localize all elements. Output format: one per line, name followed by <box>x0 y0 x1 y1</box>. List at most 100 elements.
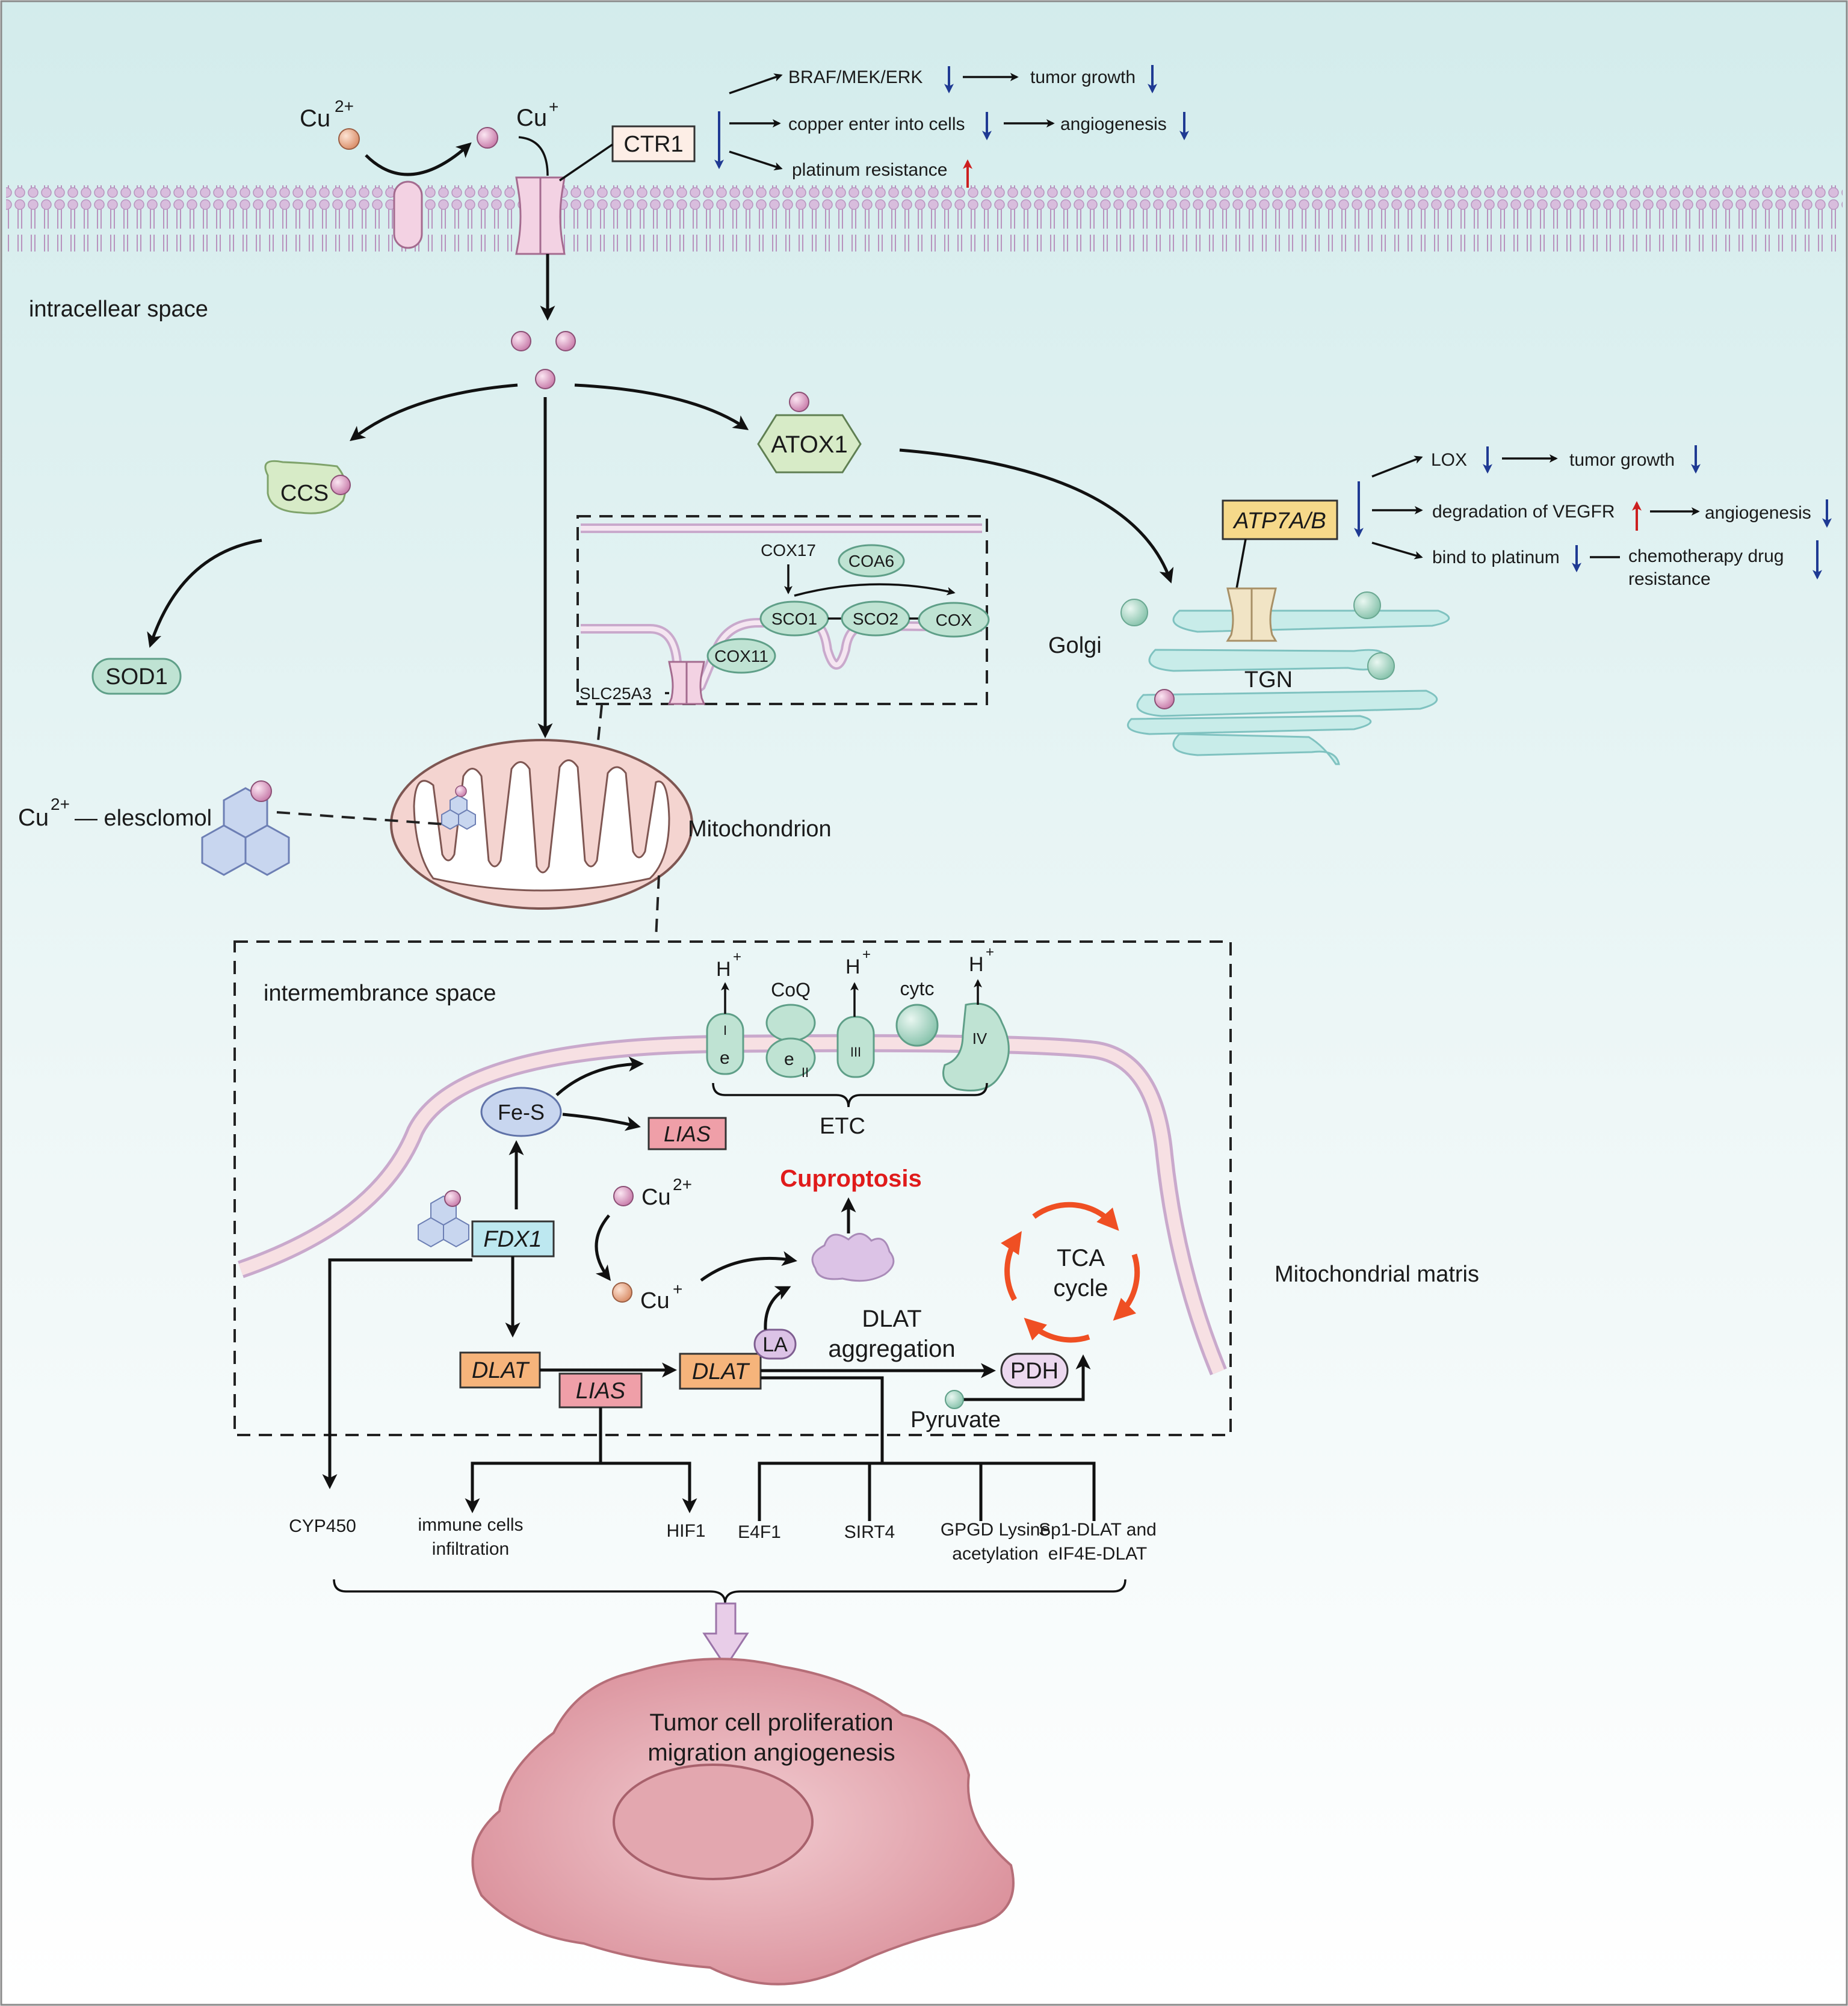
slc25a3-transporter <box>667 661 706 705</box>
complex-ii <box>765 1037 816 1078</box>
elesclomol-label: — elesclomol <box>75 806 212 831</box>
sirt4-label: SIRT4 <box>844 1522 895 1542</box>
pyruvate-molecule <box>945 1390 964 1409</box>
complex-iii-label: III <box>850 1045 861 1060</box>
cu1-ion <box>477 127 498 149</box>
cu1-label: Cu <box>516 105 547 131</box>
atp7-box <box>1222 499 1338 540</box>
mito-detail-box <box>233 940 1232 1436</box>
sp1-label-1: Sp1-DLAT and <box>1039 1520 1157 1540</box>
atp7-effect-chemo: chemotherapy drug <box>1628 546 1784 566</box>
coa6-protein <box>838 544 905 578</box>
tumor-label-1: Tumor cell proliferation <box>649 1709 893 1736</box>
to-atox1-arrow <box>574 383 749 430</box>
cu-to-aggregate-arrow <box>700 1251 797 1282</box>
h-plus-1-charge: + <box>733 949 741 965</box>
h-plus-1: H <box>716 958 731 981</box>
h-plus-4: H <box>969 953 984 976</box>
immune-label-2: infiltration <box>432 1539 509 1559</box>
dlat-aggregation-label-1: DLAT <box>862 1306 921 1332</box>
cox11-protein <box>706 638 776 674</box>
fdx1-box <box>471 1220 555 1258</box>
atp7-effect-lox: LOX <box>1431 450 1467 470</box>
complex-iv-label: IV <box>972 1029 987 1048</box>
cu1-charge: + <box>549 97 558 116</box>
atox1-protein <box>757 414 862 474</box>
lias-box-top <box>647 1117 727 1150</box>
ctr1-transporter <box>515 176 566 255</box>
gpgd-label-2: acetylation <box>952 1544 1038 1564</box>
la-badge <box>753 1329 797 1360</box>
fdx1-complex <box>418 1190 469 1248</box>
matrix-cu1-ion <box>612 1282 632 1303</box>
electron-1: e <box>720 1048 730 1068</box>
ctr1-label: CTR1 <box>623 132 683 157</box>
ctr1-box <box>611 125 696 162</box>
sod1-label: SOD1 <box>105 664 167 690</box>
fes-to-etc-arrow <box>555 1056 644 1096</box>
fes-to-lias-arrow <box>562 1113 641 1131</box>
h-plus-4-charge: + <box>986 944 994 960</box>
cu2-ion <box>338 128 360 150</box>
atp7-effect-tumor-growth: tumor growth <box>1569 450 1675 470</box>
elesclomol-cu-label: Cu <box>18 804 49 831</box>
ccs-protein <box>264 460 351 514</box>
matrix-cu2-label: Cu <box>641 1185 671 1210</box>
slc25a3-label: SLC25A3 <box>579 684 652 703</box>
la-to-aggregate-arrow <box>764 1286 791 1330</box>
tumor-label-2: migration angiogenesis <box>647 1739 895 1766</box>
dlat-aggregation-label-2: aggregation <box>828 1336 955 1362</box>
tca-cycle <box>1001 1202 1140 1343</box>
cyp450-label: CYP450 <box>289 1516 356 1536</box>
fes-cluster <box>480 1087 562 1137</box>
immune-label-1: immune cells <box>418 1515 523 1535</box>
lias-label-top: LIAS <box>664 1122 711 1146</box>
atp7-effect-resistance: resistance <box>1628 569 1711 589</box>
cox11-label: COX11 <box>714 647 768 665</box>
lias-label-bottom: LIAS <box>576 1378 625 1404</box>
tumor-nucleus <box>613 1764 814 1880</box>
golgi-label: Golgi <box>1048 633 1102 658</box>
ctr1-pointer <box>559 143 613 182</box>
cytc-label: cytc <box>900 978 935 999</box>
matrix-cu2-charge: 2+ <box>673 1175 692 1194</box>
atox1-to-golgi-arrow <box>899 448 1174 584</box>
atox1-label: ATOX1 <box>771 431 847 458</box>
elesclomol-in-mito <box>441 785 476 830</box>
pyruvate-label: Pyruvate <box>910 1407 1001 1433</box>
effect-copper-enter: copper enter into cells <box>788 114 965 134</box>
fdx1-to-cyp450-arrow <box>322 1258 472 1489</box>
atp7-effect-platinum: bind to platinum <box>1432 548 1560 567</box>
atox1-copper <box>789 392 809 412</box>
elesclomol-complex <box>201 780 290 876</box>
elesclomol-connector <box>276 811 446 826</box>
cu2-label: Cu <box>300 105 330 132</box>
sco1-label: SCO1 <box>771 610 817 628</box>
mitochondrion <box>390 739 693 910</box>
matrix-cu1-label: Cu <box>640 1288 670 1313</box>
atp7-pointer <box>1235 539 1247 589</box>
mito-detail-connector <box>655 875 660 939</box>
gpgd-label-1: GPGD Lysine <box>941 1520 1050 1540</box>
atp7-transporter <box>1226 587 1278 642</box>
dlat-label-1: DLAT <box>472 1358 530 1383</box>
reduction-arrow <box>365 142 472 176</box>
complex-ii-label: II <box>802 1065 809 1080</box>
sco2-label: SCO2 <box>853 610 898 628</box>
membrane-channel <box>393 181 423 249</box>
etc-label: ETC <box>820 1114 865 1139</box>
h-plus-3: H <box>845 955 861 978</box>
matrix-cu1-charge: + <box>673 1280 682 1298</box>
etc-brace <box>712 1082 988 1108</box>
coq-protein <box>765 1004 816 1042</box>
pdh-box <box>1000 1353 1069 1389</box>
cox17-label: COX17 <box>761 541 816 560</box>
mitochondrion-label: Mitochondrion <box>688 816 832 842</box>
fes-label: Fe-S <box>498 1100 545 1125</box>
cytosolic-copper <box>535 369 555 389</box>
inner-membrane <box>238 1034 1227 1375</box>
effect-platinum-resistance: platinum resistance <box>792 160 947 180</box>
